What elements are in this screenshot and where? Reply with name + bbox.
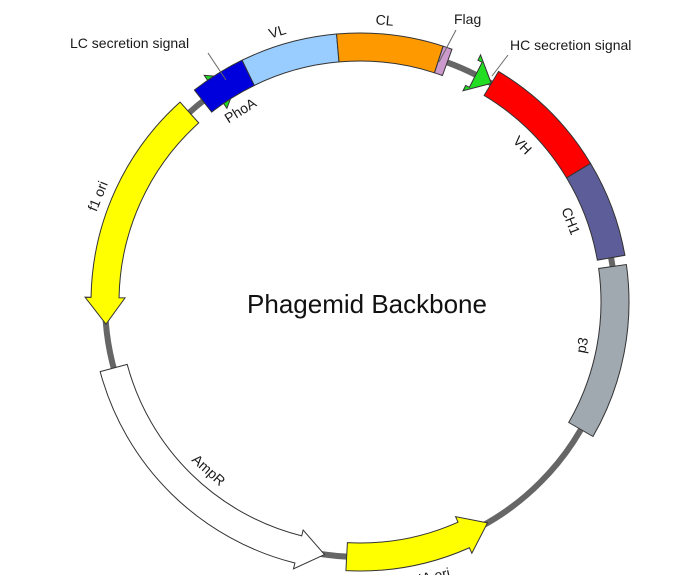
features-layer: [84, 32, 630, 572]
label-dsdna-ori: dsDNA ori: [386, 564, 451, 575]
feature-p3: [568, 263, 630, 438]
map-title: Phagemid Backbone: [247, 289, 487, 319]
label-ch1: CH1: [559, 205, 584, 237]
feature-ampr: [99, 363, 326, 570]
feature-dsdna-ori: [345, 516, 489, 572]
feature-hc-secretion-signal: [462, 53, 492, 92]
feature-vh: [483, 70, 592, 179]
feature-f1-ori: [84, 101, 200, 326]
label-lc-secretion-signal: LC secretion signal: [70, 35, 189, 51]
feature-ch1: [565, 162, 626, 261]
label-f1-ori: f1 ori: [84, 179, 110, 214]
feature-flag: [433, 45, 453, 77]
callout-hc-secretion-signal: [491, 54, 509, 77]
label-cl: CL: [375, 11, 394, 29]
label-vl: VL: [267, 21, 288, 41]
feature-phoa: [193, 59, 256, 113]
feature-cl: [336, 32, 444, 74]
label-hc-secretion-signal: HC secretion signal: [510, 37, 631, 53]
label-p3: p3: [573, 336, 592, 355]
label-vh: VH: [510, 132, 535, 157]
label-flag: Flag: [454, 11, 481, 27]
callout-lc-secretion-signal: [207, 52, 227, 81]
callout-flag: [438, 29, 457, 63]
